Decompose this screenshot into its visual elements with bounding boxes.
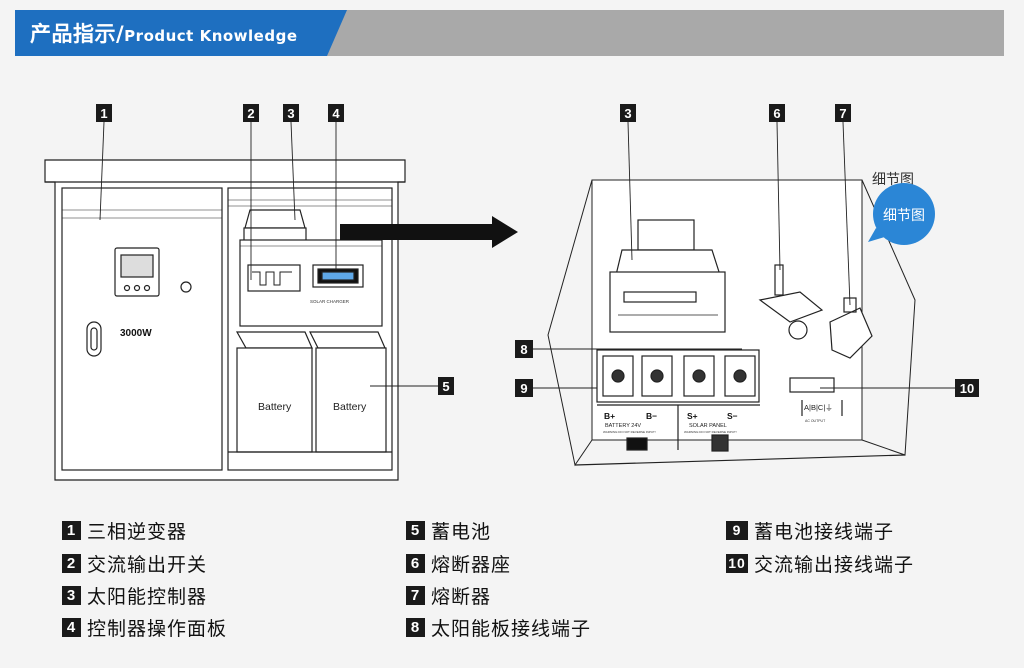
battery-caption: BATTERY 24V bbox=[605, 423, 641, 429]
right-label-7: 7 bbox=[839, 106, 846, 121]
detail-callout-text: 细节图 bbox=[883, 207, 925, 223]
page-title-cn: 产品指示/ bbox=[30, 22, 125, 46]
right-label-6: 6 bbox=[773, 106, 780, 121]
legend-item-10: 10 交流输出接线端子 bbox=[726, 550, 914, 577]
solar-caption: SOLAR PANEL bbox=[689, 423, 727, 429]
left-number-badges: 1 2 3 4 5 bbox=[96, 104, 454, 395]
legend-text-2: 交流输出开关 bbox=[87, 554, 208, 576]
legend-num-7: 7 bbox=[406, 586, 425, 605]
right-leader-lines bbox=[533, 121, 955, 389]
page-title: 产品指示/Product Knowledge bbox=[30, 18, 298, 48]
battery-warning: WARNING:DO NOT REVERSE INPUT! bbox=[603, 430, 656, 434]
left-label-1: 1 bbox=[100, 106, 107, 121]
right-number-badges: 3 6 7 8 9 10 bbox=[515, 104, 979, 397]
left-label-3: 3 bbox=[287, 106, 294, 121]
right-label-10: 10 bbox=[960, 381, 974, 396]
right-label-9: 9 bbox=[520, 381, 527, 396]
legend-text-4: 控制器操作面板 bbox=[87, 618, 228, 640]
legend-num-6: 6 bbox=[406, 554, 425, 573]
detail-badge-text: 细节图 bbox=[872, 171, 914, 187]
legend-num-8: 8 bbox=[406, 618, 425, 637]
power-rating-text: 3000W bbox=[120, 328, 152, 339]
ac-letters: A|B|C|⏚ bbox=[804, 403, 833, 412]
legend-num-4: 4 bbox=[62, 618, 81, 637]
term-bplus: B+ bbox=[604, 411, 615, 421]
battery-left-text: Battery bbox=[258, 401, 292, 413]
legend-num-2: 2 bbox=[62, 554, 81, 573]
legend-item-2: 2 交流输出开关 bbox=[62, 550, 207, 577]
solar-warning: WARNING:DO NOT REVERSE INPUT! bbox=[684, 430, 737, 434]
left-label-2: 2 bbox=[247, 106, 254, 121]
legend-item-8: 8 太阳能板接线端子 bbox=[406, 614, 591, 641]
legend-num-10: 10 bbox=[726, 554, 748, 573]
header-accent bbox=[15, 10, 347, 56]
cabinet-illustration bbox=[44, 159, 406, 481]
legend-text-1: 三相逆变器 bbox=[87, 521, 188, 543]
solar-charger-text: SOLAR CHARGER bbox=[310, 299, 350, 304]
left-label-4: 4 bbox=[332, 106, 340, 121]
product-diagram: 3000W SOLAR CHARGER Battery Battery 1 2 … bbox=[44, 104, 979, 481]
legend-num-3: 3 bbox=[62, 586, 81, 605]
legend-item-4: 4 控制器操作面板 bbox=[62, 614, 227, 641]
legend-item-7: 7 熔断器 bbox=[406, 582, 491, 609]
legend-text-5: 蓄电池 bbox=[431, 521, 492, 543]
legend-num-5: 5 bbox=[406, 521, 425, 540]
legend-num-9: 9 bbox=[726, 521, 748, 540]
detail-callout-icon: 细节图 bbox=[868, 183, 935, 245]
legend-text-7: 熔断器 bbox=[431, 586, 492, 608]
legend-item-1: 1 三相逆变器 bbox=[62, 517, 187, 544]
legend-text-3: 太阳能控制器 bbox=[87, 586, 208, 608]
left-label-5: 5 bbox=[442, 379, 449, 394]
right-label-3: 3 bbox=[624, 106, 631, 121]
term-splus: S+ bbox=[687, 411, 698, 421]
legend-text-9: 蓄电池接线端子 bbox=[754, 521, 895, 543]
term-bminus: B− bbox=[646, 411, 657, 421]
right-label-8: 8 bbox=[520, 342, 527, 357]
page-title-en: Product Knowledge bbox=[124, 27, 298, 45]
legend-item-3: 3 太阳能控制器 bbox=[62, 582, 207, 609]
legend-item-5: 5 蓄电池 bbox=[406, 517, 491, 544]
detail-box-illustration bbox=[547, 179, 916, 467]
ac-caption: AC OUTPUT bbox=[805, 419, 826, 423]
legend-text-8: 太阳能板接线端子 bbox=[431, 618, 592, 640]
battery-right-text: Battery bbox=[333, 401, 367, 413]
legend-text-6: 熔断器座 bbox=[431, 554, 512, 576]
legend-item-6: 6 熔断器座 bbox=[406, 550, 511, 577]
term-sminus: S− bbox=[727, 411, 738, 421]
left-leader-lines bbox=[99, 121, 438, 387]
legend-text-10: 交流输出接线端子 bbox=[754, 554, 915, 576]
legend-num-1: 1 bbox=[62, 521, 81, 540]
legend-item-9: 9 蓄电池接线端子 bbox=[726, 517, 894, 544]
arrow-icon bbox=[340, 216, 518, 248]
